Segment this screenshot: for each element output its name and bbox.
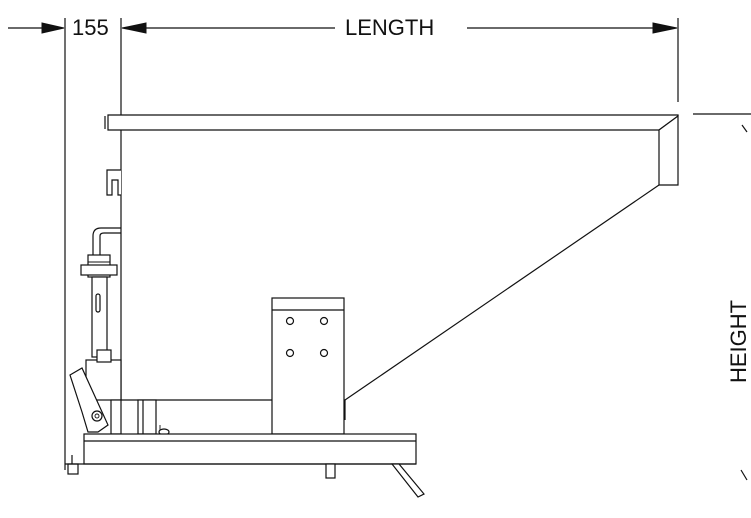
latch-rod-inner — [99, 232, 121, 272]
height-top-arrow-stub — [741, 124, 748, 133]
latch-tube-cap — [96, 349, 112, 363]
hopper-body — [104, 114, 679, 420]
latch-rod-bend — [92, 227, 121, 272]
length-dimension-label: LENGTH — [345, 15, 434, 40]
base-frame — [65, 399, 425, 498]
hook-bracket — [106, 169, 121, 196]
front-brace — [390, 463, 425, 498]
latch-tube — [91, 276, 108, 358]
latch-collar — [80, 264, 118, 276]
latch-slot — [95, 293, 101, 313]
base-left-foot — [67, 463, 79, 475]
height-dimension-label: HEIGHT — [726, 300, 751, 383]
height-bottom-arrow-stub — [740, 469, 748, 481]
latch-assembly — [69, 227, 122, 433]
bolt-top-right-icon — [319, 316, 329, 326]
fork-pocket-plate — [271, 297, 345, 435]
offset-dimension: 155 — [8, 15, 109, 470]
support-post-back — [110, 399, 122, 435]
length-dimension: LENGTH — [120, 15, 679, 118]
offset-arrowhead — [41, 22, 65, 34]
bolt-bottom-right-icon — [319, 348, 329, 358]
back-hook-bracket — [106, 169, 121, 196]
length-right-arrowhead — [652, 22, 678, 34]
length-left-arrowhead — [121, 22, 147, 34]
top-rim — [107, 114, 679, 131]
fork-pocket — [271, 297, 345, 435]
lever-pivot-center — [94, 413, 100, 419]
sloped-bottom — [344, 184, 660, 401]
base-beam — [83, 433, 417, 465]
lever-pivot — [91, 410, 103, 422]
front-lip — [658, 114, 679, 186]
bolt-bottom-left-icon — [285, 348, 295, 358]
height-dimension: HEIGHT — [693, 113, 751, 481]
base-pin — [325, 463, 336, 479]
support-post-left — [137, 399, 157, 435]
bolt-top-left-icon — [285, 316, 295, 326]
offset-dimension-label: 155 — [72, 15, 109, 40]
